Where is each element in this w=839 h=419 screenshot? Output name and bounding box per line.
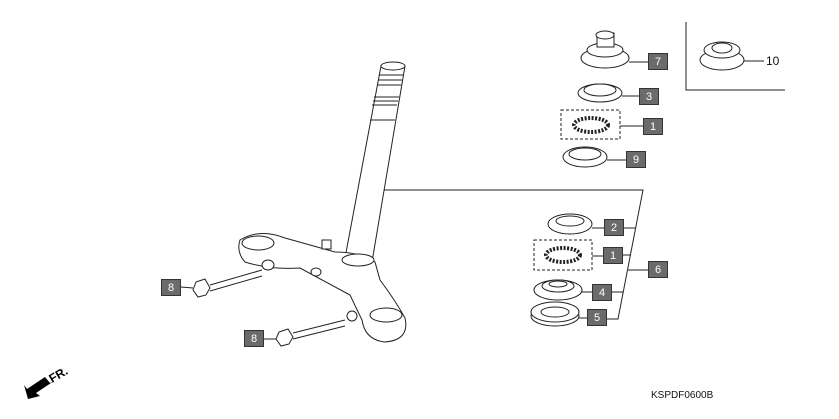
callout-9[interactable]: 9: [626, 151, 646, 168]
steering-stem[interactable]: [238, 61, 407, 343]
inset-frame: [685, 22, 785, 91]
dashed-group-box: [533, 239, 593, 271]
callout-2[interactable]: 2: [604, 219, 624, 236]
callout-6[interactable]: 6: [648, 261, 668, 278]
callout-5[interactable]: 5: [587, 309, 607, 326]
diagram-code: KSPDF0600B: [651, 390, 714, 401]
callout-8-lower[interactable]: 8: [244, 330, 264, 347]
callout-3[interactable]: 3: [639, 88, 659, 105]
front-marker-text: FR.: [47, 364, 71, 386]
part-1-ball-bearing[interactable]: [544, 246, 582, 264]
part-3-race[interactable]: [577, 83, 623, 103]
callout-1-lower[interactable]: 1: [603, 247, 623, 264]
part-4-race[interactable]: [533, 279, 583, 301]
part-1-ball-bearing[interactable]: [572, 116, 610, 134]
part-8-bolt[interactable]: [275, 319, 346, 347]
dashed-group-box: [560, 109, 621, 140]
part-9-race[interactable]: [562, 146, 608, 168]
part-5-dust-seal[interactable]: [530, 301, 580, 327]
part-7-adjusting-nut[interactable]: [580, 30, 630, 69]
callout-1-upper[interactable]: 1: [643, 118, 663, 135]
front-arrow-icon: [24, 377, 54, 399]
part-10-lock-nut[interactable]: [699, 41, 745, 71]
callout-10[interactable]: 10: [766, 54, 780, 68]
part-8-bolt[interactable]: [192, 269, 263, 298]
part-2-race[interactable]: [547, 213, 593, 235]
callout-4[interactable]: 4: [592, 284, 612, 301]
callout-7[interactable]: 7: [648, 53, 668, 70]
callout-8-upper[interactable]: 8: [161, 279, 181, 296]
